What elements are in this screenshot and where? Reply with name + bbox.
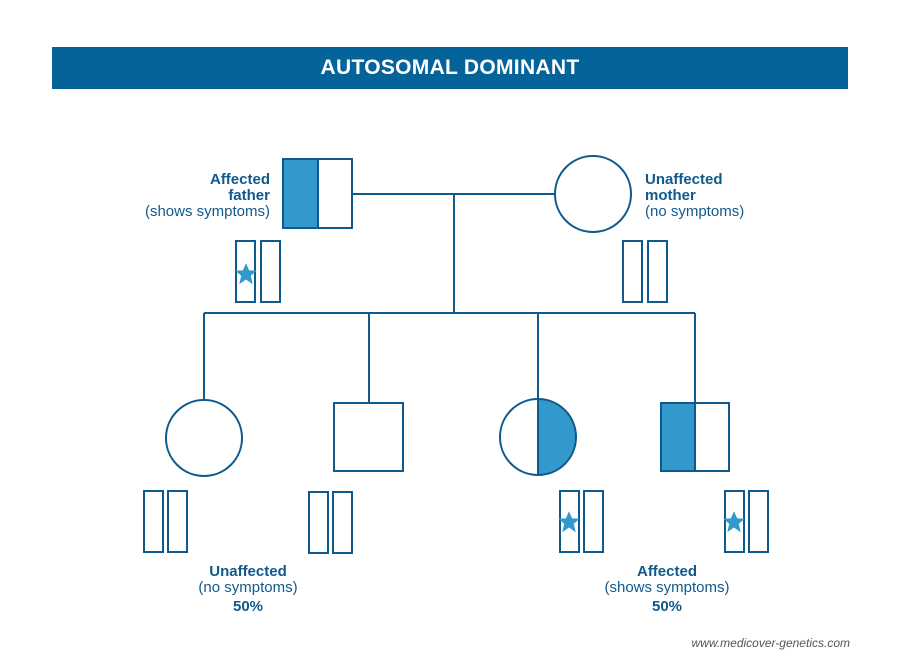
father-label-status: Affected xyxy=(209,171,270,188)
father-symbol xyxy=(282,158,353,229)
mutation-star-icon xyxy=(558,511,580,533)
affected-label-status: Affected xyxy=(636,563,697,580)
title-banner: AUTOSOMAL DOMINANT xyxy=(52,47,848,89)
unaffected-percentage: 50% xyxy=(232,598,264,615)
mother-label-note: (no symptoms) xyxy=(645,203,745,220)
mutation-star-icon xyxy=(235,263,257,285)
mother-symbol xyxy=(554,155,632,233)
unaffected-children-label: Unaffected (no symptoms) 50% xyxy=(178,564,318,615)
child1-daughter-symbol xyxy=(165,399,243,477)
source-credit: www.medicover-genetics.com xyxy=(691,636,850,650)
child4-son-symbol xyxy=(660,402,730,472)
diagram-title: AUTOSOMAL DOMINANT xyxy=(320,56,580,79)
mutation-star-icon xyxy=(723,511,745,533)
mother-label-role: mother xyxy=(645,187,696,204)
unaffected-label-note: (no symptoms) xyxy=(198,579,298,596)
affected-label-note: (shows symptoms) xyxy=(604,579,730,596)
unaffected-label-status: Unaffected xyxy=(209,563,287,580)
affected-children-label: Affected (shows symptoms) 50% xyxy=(592,564,742,615)
mother-chromosomes xyxy=(622,240,668,303)
father-label: Affected father (shows symptoms) xyxy=(145,172,270,220)
child3-chromosomes xyxy=(559,490,604,553)
child4-chromosomes xyxy=(724,490,769,553)
child3-daughter-symbol xyxy=(499,398,577,476)
child2-chromosomes xyxy=(308,491,353,554)
child2-son-symbol xyxy=(333,402,404,472)
child1-chromosomes xyxy=(143,490,188,553)
mother-label-status: Unaffected xyxy=(645,171,723,188)
father-label-role: father xyxy=(228,187,270,204)
pedigree-lines xyxy=(203,193,696,403)
father-label-note: (shows symptoms) xyxy=(144,203,270,220)
affected-percentage: 50% xyxy=(651,598,683,615)
mother-label: Unaffected mother (no symptoms) xyxy=(645,172,744,220)
